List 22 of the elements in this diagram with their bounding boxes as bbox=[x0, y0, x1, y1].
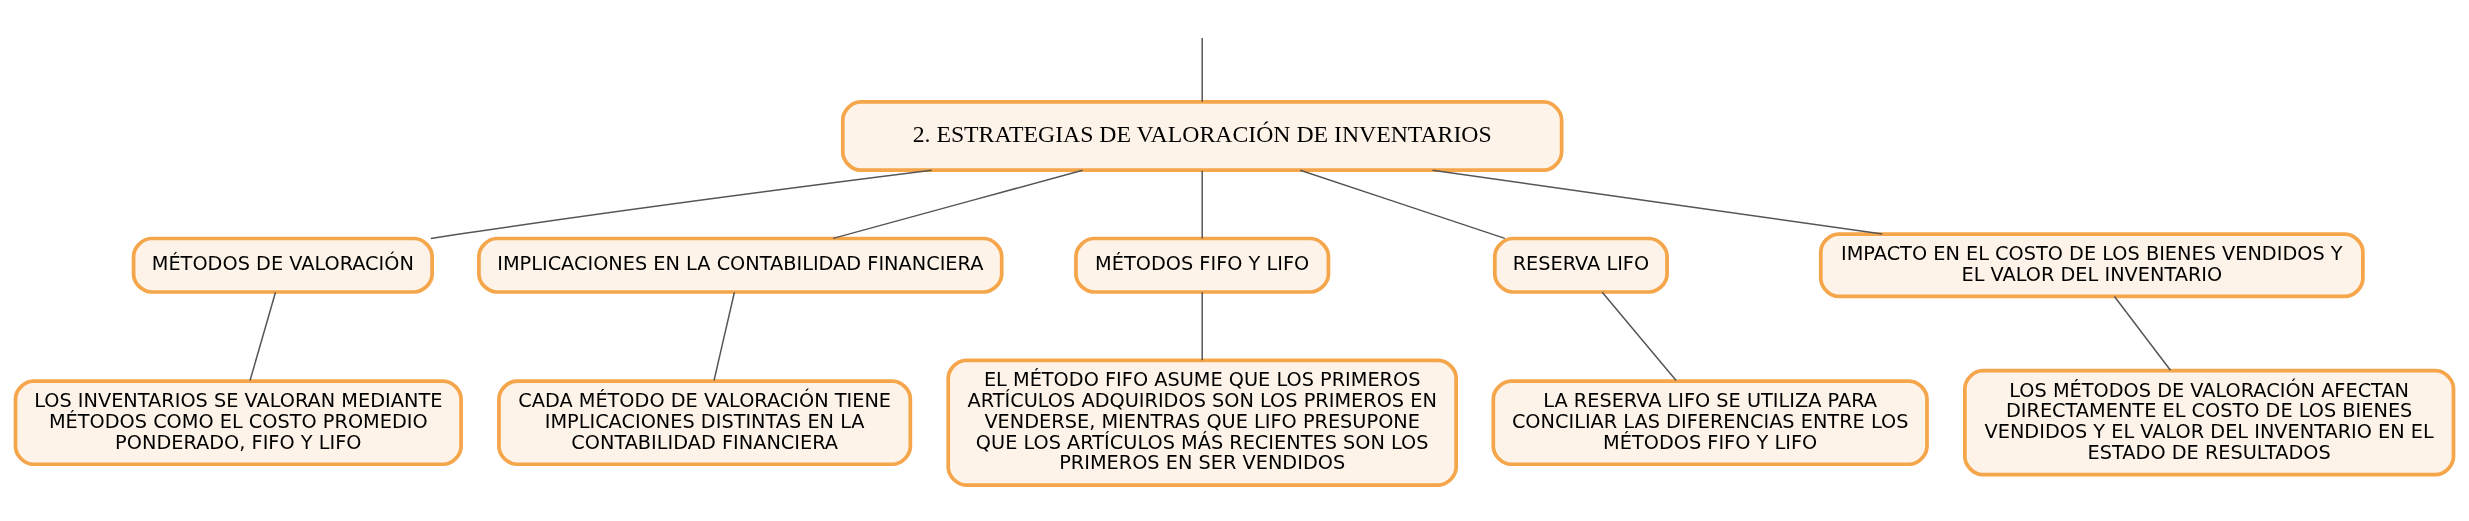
node-box: IMPLICACIONES EN LA CONTABILIDAD FINANCIERA bbox=[477, 236, 1004, 294]
connector bbox=[1201, 169, 1203, 239]
node-box: MÉTODOS FIFO Y LIFO bbox=[1074, 236, 1331, 294]
node-box: RESERVA LIFO bbox=[1492, 236, 1669, 294]
connector bbox=[2113, 295, 2172, 371]
connector bbox=[713, 291, 736, 381]
connector bbox=[1201, 36, 1203, 102]
connector bbox=[430, 169, 933, 239]
node-box: MÉTODOS DE VALORACIÓN bbox=[131, 236, 434, 294]
node-box: CADA MÉTODO DE VALORACIÓN TIENE IMPLICACIONES DISTINTAS EN LA CONTABILIDAD FINANCIERA bbox=[497, 378, 913, 466]
connector bbox=[249, 291, 277, 381]
connector bbox=[832, 168, 1084, 239]
connector bbox=[1601, 291, 1677, 381]
node-box: IMPACTO EN EL COSTO DE LOS BIENES VENDIDOS Y EL VALOR DEL INVENTARIO bbox=[1818, 231, 2365, 298]
connector bbox=[1431, 168, 1884, 235]
node-box: LOS MÉTODOS DE VALORACIÓN AFECTAN DIRECTAMENTE EL COSTO DE LOS BIENES VENDIDOS Y EL VALOR DEL INVENTARIO EN EL ESTADO DE RESULTADOS bbox=[1963, 368, 2456, 476]
connector bbox=[1299, 168, 1506, 239]
connector bbox=[1201, 291, 1203, 361]
node-box: 2. ESTRATEGIAS DE VALORACIÓN DE INVENTARIOS bbox=[840, 99, 1564, 172]
node-box: EL MÉTODO FIFO ASUME QUE LOS PRIMEROS ARTÍCULOS ADQUIRIDOS SON LOS PRIMEROS EN VENDERSE, MIENTRAS QUE LIFO PRESUPONE QUE LOS ARTÍCULOS MÁS RECIENTES SON LOS PRIMEROS EN SER VENDIDOS bbox=[946, 357, 1459, 487]
node-box: LA RESERVA LIFO SE UTILIZA PARA CONCILIAR LAS DIFERENCIAS ENTRE LOS MÉTODOS FIFO Y LIFO bbox=[1491, 378, 1929, 466]
node-box: LOS INVENTARIOS SE VALORAN MEDIANTE MÉTODOS COMO EL COSTO PROMEDIO PONDERADO, FIFO Y LIFO bbox=[13, 378, 463, 466]
